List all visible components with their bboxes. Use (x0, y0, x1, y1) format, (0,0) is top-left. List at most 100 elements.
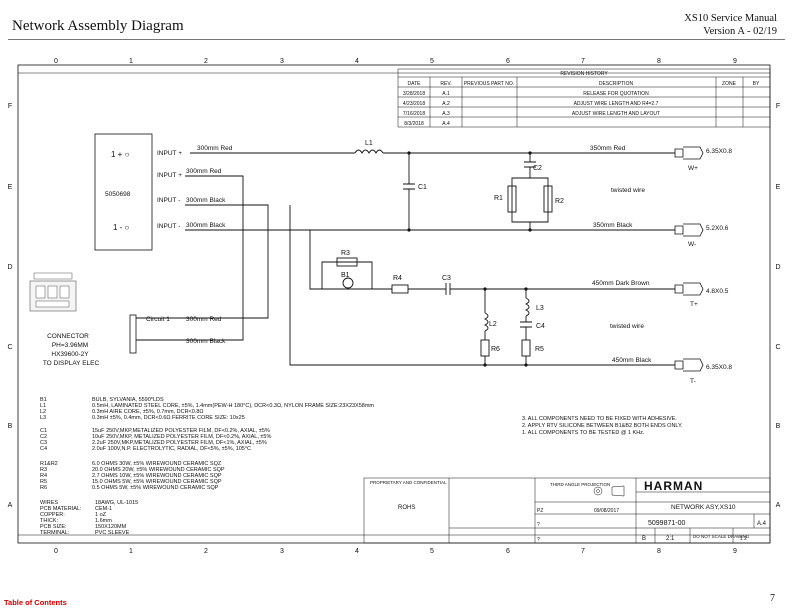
col-label-top: 7 (581, 58, 585, 65)
col-label-bottom: 5 (430, 548, 434, 555)
terminal-tag: W- (688, 241, 696, 248)
wire-label: 450mm Dark Brown (592, 280, 650, 287)
terminal-tag: T- (690, 378, 696, 385)
row-label-right: A (776, 502, 781, 509)
header-rule (8, 39, 785, 40)
bom-desc: 0.3mH AIRE CORE, ±5%, 0.7mm, DCR<0.8Ω (92, 409, 204, 415)
col-label-top: 1 (129, 58, 133, 65)
terminal-tag: W+ (688, 165, 698, 172)
bom-desc: 6.0 OHMS 30W, ±5% WIREWOUND CERAMIC SQZ (92, 461, 222, 467)
projection-label: THIRD ANGLE PROJECTION (550, 482, 610, 487)
col-label-bottom: 6 (506, 548, 510, 555)
component-label: R1 (494, 195, 503, 202)
material-value: 150X120MM (95, 524, 127, 530)
col-label-top: 3 (280, 58, 284, 65)
revision: A.4 (757, 521, 767, 527)
terminal-size: 4.8X0.5 (706, 288, 729, 295)
drawing-date: 09/08/2017 (594, 508, 619, 514)
title-block: PROPRIETARY AND CONFIDENTIAL ROHS THIRD … (363, 477, 771, 544)
rev-cell: ADJUST WIRE LENGTH AND LAYOUT (572, 111, 660, 117)
terminal-icon (674, 358, 704, 372)
component-label: R6 (491, 346, 500, 353)
rev-header: ZONE (722, 81, 737, 87)
pin-label: INPUT + (157, 150, 182, 157)
terminal-size: 5.2X0.6 (706, 225, 729, 232)
manual-version: Version A - 02/19 (703, 26, 777, 37)
material-value: PVC SLEEVE (95, 530, 130, 536)
proprietary-notice: PROPRIETARY AND CONFIDENTIAL (370, 480, 447, 485)
bom-desc: 15uF 250V,MKP,METALIZED POLYESTER FILM, … (92, 428, 270, 434)
connector-label: CONNECTOR (47, 333, 89, 340)
drawing-size: B (642, 536, 646, 542)
col-label-bottom: 9 (733, 548, 737, 555)
module-part-number: 5050698 (105, 191, 131, 198)
schematic-wires (130, 149, 675, 366)
component-label: L1 (365, 140, 373, 147)
component-label: C1 (418, 184, 427, 191)
col-label-top: 2 (204, 58, 208, 65)
rev-header: DATE (408, 81, 422, 87)
rev-cell: A.1 (442, 91, 450, 97)
col-label-bottom: 3 (280, 548, 284, 555)
bom-desc: 0.5mH, LAMINATED STEEL CORE, ±5%, 1.4mm(… (92, 403, 374, 409)
rohs-label: ROHS (398, 505, 415, 511)
input-module: 1 + ○ 5050698 1 - ○ (94, 133, 153, 251)
bom-ref: R1&R2 (40, 461, 58, 467)
page-title: Network Assembly Diagram (12, 18, 184, 34)
wire-label: 300mm Red (186, 316, 222, 323)
wire-label: 300mm Black (186, 222, 226, 229)
col-label-top: 5 (430, 58, 434, 65)
connector-spec: HX39600-2Y (51, 351, 89, 358)
row-label-right: E (776, 184, 781, 191)
row-label-right: B (776, 423, 781, 430)
rev-header: BY (753, 81, 760, 87)
bom-ref: C1 (40, 428, 47, 434)
bom-desc: 2.7 OHMS 10W, ±5% WIREWOUND CERAMIC SQP (92, 473, 222, 479)
rev-cell: A.4 (442, 121, 450, 127)
wire-label: 300mm Black (186, 338, 226, 345)
rev-cell: RELEASE FOR QUOTATION (583, 91, 649, 97)
col-label-top: 9 (733, 58, 737, 65)
row-label-left: C (7, 344, 12, 351)
circuit-label: Circuit 1 (146, 316, 170, 323)
material-value: 1 oZ (95, 512, 107, 518)
twisted-wire-label: twisted wire (610, 323, 644, 330)
component-label: R3 (341, 250, 350, 257)
table-of-contents-link[interactable]: Table of Contents (4, 598, 67, 607)
col-label-top: 4 (355, 58, 359, 65)
revision-title: REVISION HISTORY (560, 71, 608, 77)
terminal-icon (674, 146, 704, 160)
rev-header: PREVIOUS PART NO. (464, 81, 514, 87)
bom-desc: 2.0uF 100V,N.P. ELECTROLYTIC, RADIAL, DF… (92, 446, 251, 452)
rev-cell: 7/16/2018 (403, 111, 425, 117)
bom-ref: C4 (40, 446, 47, 452)
component-label: B1 (341, 272, 350, 279)
component-label: C4 (536, 323, 545, 330)
bom-desc: 0.3mH ±5%, 0.4mm, DCR<0.6Ω FERRITE CORE … (92, 415, 245, 421)
bom-desc: 2.2uF 250V,MKP,METALIZED POLYESTER FILM,… (92, 440, 267, 446)
component-label: L2 (489, 321, 497, 328)
material-value: 1.6mm (95, 518, 112, 524)
material-value: 18AWG, UL-1015 (95, 500, 138, 506)
note: 2. APPLY RTV SILICONE BETWEEN B1&B2 BOTH… (522, 423, 683, 429)
do-not-scale: DO NOT SCALE DRAWING (693, 534, 750, 539)
col-label-bottom: 7 (581, 548, 585, 555)
page-number: 7 (770, 593, 775, 604)
manual-info: XS10 Service Manual Version A - 02/19 (684, 12, 777, 38)
bom-desc: 10uF 250V,MKP, METALIZED POLYESTER FILM,… (92, 434, 271, 440)
bom-desc: 0.5 OHMS 5W, ±5% WIREWOUND CERAMIC SQP (92, 485, 219, 491)
row-label-right: D (775, 264, 780, 271)
rev-cell: ADJUST WIRE LENGTH AND R4=2.7 (574, 101, 659, 107)
wire-label: 300mm Black (186, 197, 226, 204)
rev-cell: A.3 (442, 111, 450, 117)
row-label-left: A (8, 502, 13, 509)
bom-ref: C3 (40, 440, 47, 446)
bom-ref: L3 (40, 415, 46, 421)
rev-cell: 8/3/2018 (404, 121, 424, 127)
component-label: R2 (555, 198, 564, 205)
drawing-title: NETWORK ASY,XS10 (671, 504, 736, 511)
row-label-left: E (8, 184, 13, 191)
row-label-right: C (775, 344, 780, 351)
bom-desc: BULB, SYLVANIA, 5590*LDS (92, 397, 164, 403)
revision-history-table: REVISION HISTORY DATE REV. PREVIOUS PART… (397, 68, 771, 128)
